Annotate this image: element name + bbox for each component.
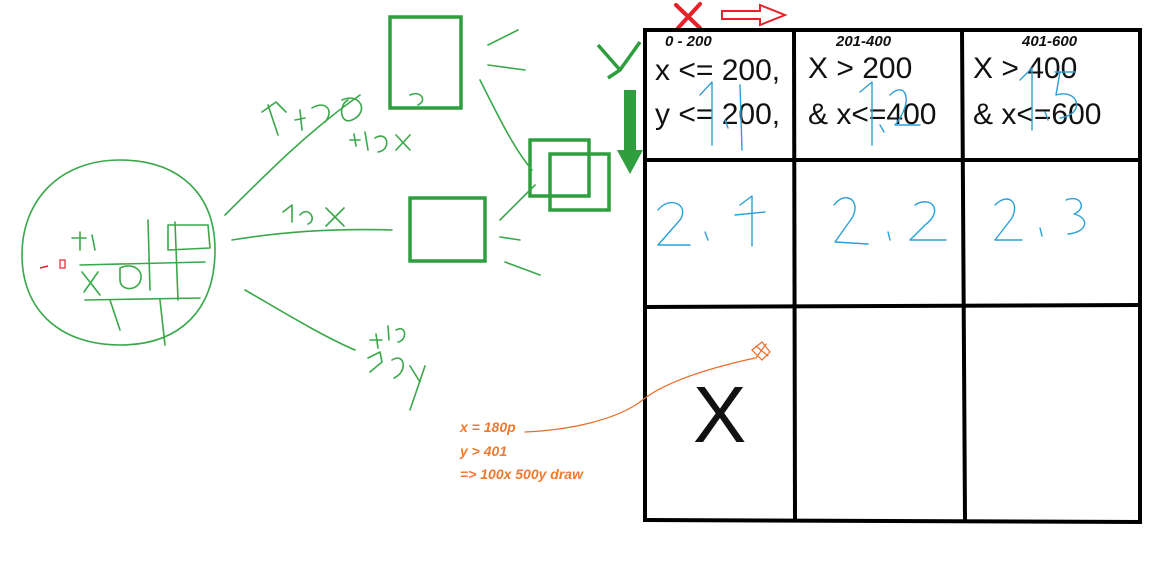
box-right-a: [528, 138, 591, 198]
green-check-mark: [596, 40, 642, 80]
sketch-circle: [21, 159, 216, 346]
label-plus-10x: [349, 131, 411, 153]
sketch-o: [119, 265, 142, 290]
note-line-3: => 100x 500y draw: [460, 466, 584, 482]
label-10x: [282, 204, 345, 227]
sketch-glyph-x: [71, 231, 87, 251]
click-marker: [524, 341, 771, 433]
sketch-x-mark: [81, 271, 101, 296]
tic-tac-toe-grid: [642, 27, 1143, 525]
index-1-2: [859, 81, 921, 146]
condition-col2-line1: X > 200: [808, 52, 912, 85]
branch-up: [224, 94, 361, 216]
index-2-1: [657, 195, 766, 247]
range-label-col1: 0 - 200: [665, 33, 712, 50]
range-label-col3: 401-600: [1021, 33, 1078, 50]
branch-middle: [231, 228, 393, 241]
connector-line: [524, 357, 756, 433]
index-2-2: [833, 197, 947, 245]
condition-col3-line2: & x<=600: [973, 98, 1101, 131]
condition-col3-line1: X > 400: [973, 52, 1077, 85]
label-up-30y: [294, 97, 363, 131]
click-scribble: [751, 341, 771, 361]
index-2-3: [994, 197, 1086, 241]
green-down-arrow: [617, 90, 643, 174]
label-up-arrow: [261, 101, 287, 136]
note-line-2: y > 401: [459, 443, 507, 459]
condition-col1-line2: y <= 200,: [655, 98, 780, 131]
index-1-1: [699, 81, 743, 151]
sketch-board-vertical: [147, 219, 179, 301]
note-line-1: x = 180p: [459, 419, 516, 435]
box-right-b: [548, 152, 611, 212]
blue-cell-indices: [657, 67, 1086, 247]
branch-lines: [224, 94, 426, 411]
label-plus10-30y: [367, 325, 426, 411]
green-boxes: [388, 15, 643, 276]
red-x-mark: [674, 2, 702, 30]
sketch-box: [167, 224, 211, 251]
box-top: [388, 15, 463, 110]
red-marks: [674, 2, 788, 30]
range-label-col2: 201-400: [835, 33, 892, 50]
index-1-3: [1019, 67, 1078, 131]
mini-board-sketch: [21, 159, 216, 346]
branch-down: [244, 289, 356, 351]
box-middle: [408, 196, 487, 263]
condition-col1-line1: x <= 200,: [655, 54, 780, 87]
red-right-arrow: [721, 3, 788, 27]
cell-x-mark: X: [693, 370, 746, 459]
sketch-board-horizontal: [79, 261, 206, 301]
